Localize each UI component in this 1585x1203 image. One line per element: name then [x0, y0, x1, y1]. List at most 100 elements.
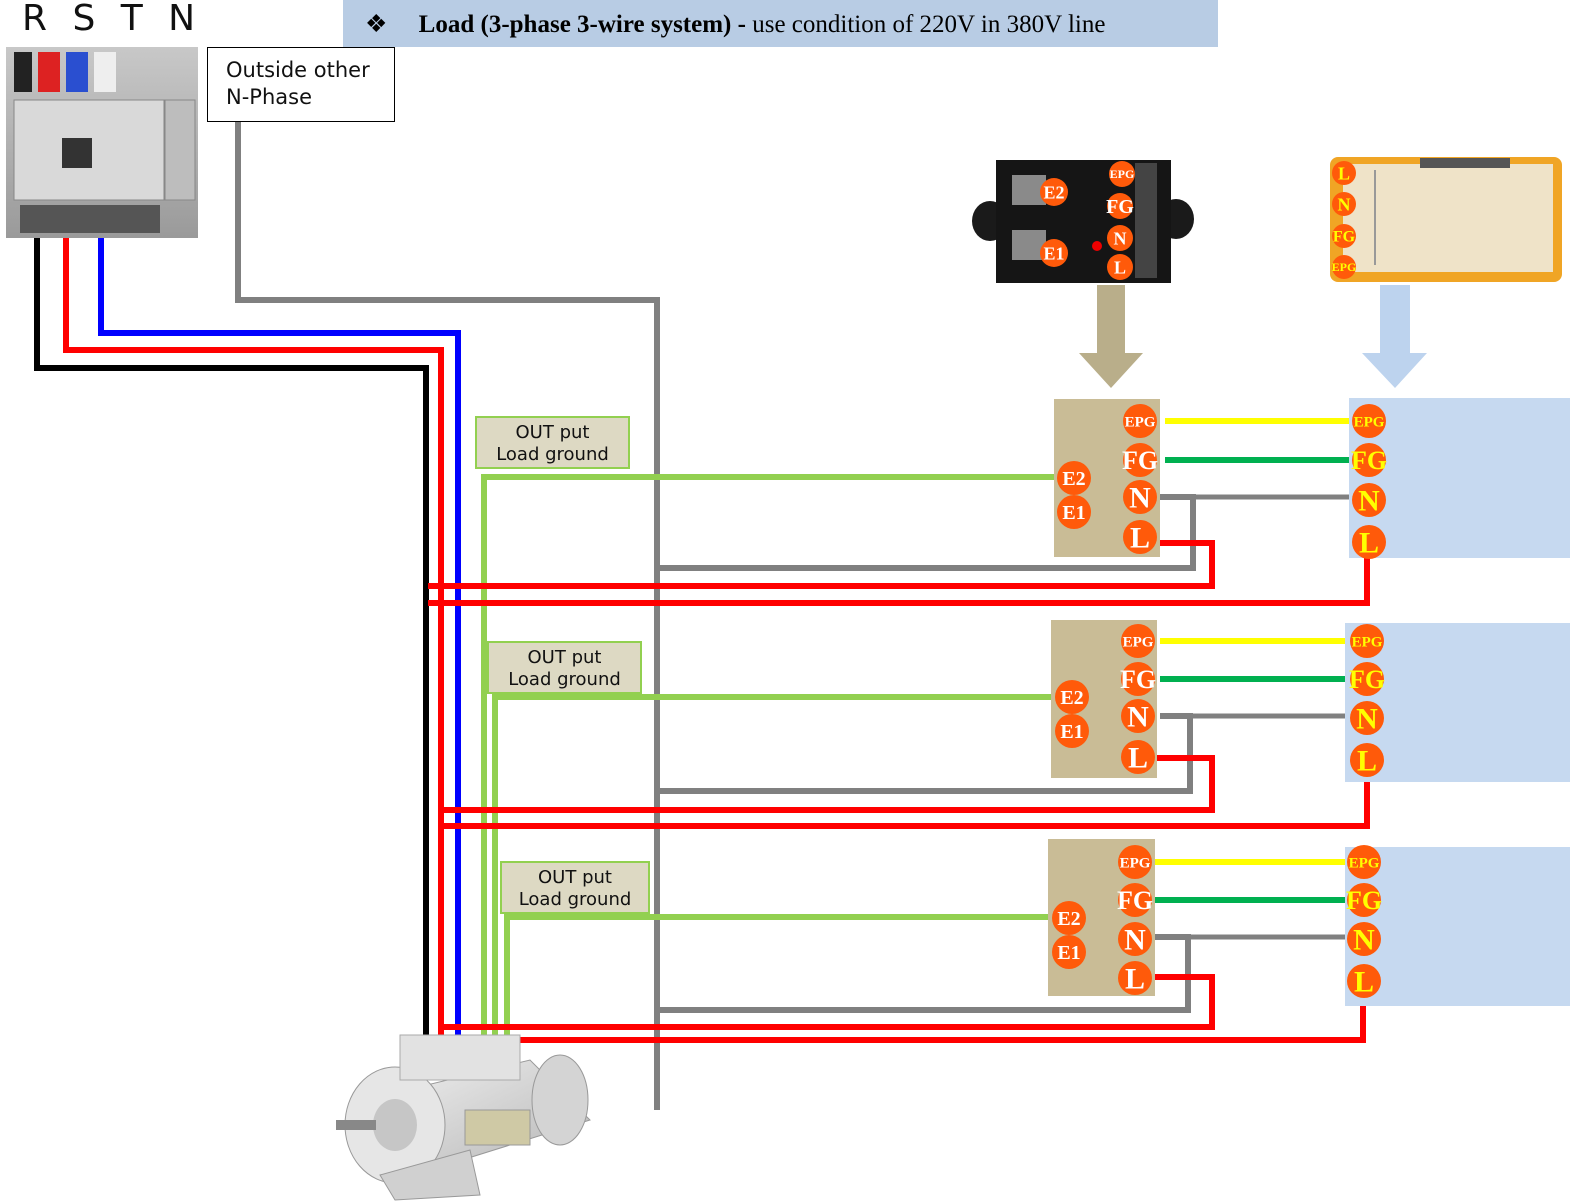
terminal-l [1350, 743, 1384, 777]
terminal-n [1350, 701, 1384, 735]
terminal-label-fg: FG [1120, 665, 1156, 694]
terminal-label-n: N [1353, 924, 1375, 957]
breaker-image [6, 47, 198, 238]
terminal-label-epg: EPG [1349, 855, 1380, 871]
terminal-n [1352, 483, 1386, 517]
terminal-e1 [1040, 239, 1068, 267]
terminal-fg [1332, 224, 1356, 248]
terminal-label-e1: E1 [1057, 942, 1080, 964]
terminal-e2 [1055, 680, 1089, 714]
product-box-3 [1345, 847, 1570, 1006]
terminal-label-l: L [1359, 527, 1379, 560]
terminal-block-image [972, 160, 1194, 283]
terminal-l [1121, 740, 1155, 774]
bullet-icon: ❖ [365, 11, 388, 38]
output-box-line2: Load ground [496, 444, 609, 465]
terminal-e2 [1040, 178, 1068, 206]
outside-n-phase-box: Outside other N-Phase [207, 47, 395, 122]
outside-box-line2: N-Phase [226, 85, 312, 109]
terminal-label-n: N [1124, 924, 1146, 957]
terminal-l [1347, 964, 1381, 998]
title-text: ❖ Load (3-phase 3-wire system) - use con… [365, 9, 1105, 39]
terminal-l [1123, 520, 1157, 554]
terminal-label-e1: E1 [1043, 243, 1064, 263]
terminal-fg [1350, 662, 1384, 696]
terminal-label-fg: FG [1122, 446, 1158, 475]
terminal-label-epg: EPG [1354, 414, 1385, 430]
terminal-label-fg: FG [1117, 886, 1153, 915]
terminal-epg [1347, 845, 1381, 879]
terminal-label-l: L [1354, 966, 1374, 999]
terminal-fg [1123, 443, 1157, 477]
terminal-n [1107, 225, 1133, 251]
terminal-label-fg: FG [1351, 446, 1387, 475]
terminal-label-l: L [1357, 745, 1377, 778]
terminal-label-e2: E2 [1057, 908, 1080, 930]
terminal-label-l: L [1130, 522, 1150, 555]
terminal-epg [1109, 161, 1135, 187]
terminal-n [1332, 192, 1356, 216]
terminal-fg [1107, 193, 1133, 219]
terminal-label-n: N [1127, 701, 1149, 734]
output-box-line2: Load ground [508, 669, 621, 690]
phase-label-rstn: R S T N [22, 0, 203, 39]
output-load-ground-box-1: OUT put Load ground [475, 416, 630, 469]
arrow-down-icon [1362, 285, 1427, 388]
terminal-fg [1121, 662, 1155, 696]
product-image [1330, 157, 1562, 282]
product-box-1 [1349, 398, 1570, 558]
title-rest: use condition of 220V in 380V line [745, 11, 1106, 38]
terminal-label-fg: FG [1333, 229, 1356, 246]
outside-box-line1: Outside other [226, 58, 370, 82]
terminal-e2 [1052, 901, 1086, 935]
output-load-ground-box-3: OUT put Load ground [500, 861, 650, 914]
terminal-label-l: L [1128, 742, 1148, 775]
terminal-label-l: L [1125, 963, 1145, 996]
terminal-epg [1350, 624, 1384, 658]
terminal-l [1352, 525, 1386, 559]
terminal-label-e1: E1 [1060, 721, 1083, 743]
terminal-epg [1123, 404, 1157, 438]
terminal-fg [1347, 883, 1381, 917]
terminal-label-n: N [1338, 194, 1351, 214]
terminal-epg [1352, 404, 1386, 438]
output-box-line1: OUT put [538, 867, 612, 888]
terminal-n [1347, 922, 1381, 956]
terminal-epg [1118, 845, 1152, 879]
terminal-label-epg: EPG [1120, 855, 1151, 871]
terminal-l [1118, 961, 1152, 995]
terminal-epg [1332, 255, 1356, 279]
terminal-n [1123, 480, 1157, 514]
title-banner [343, 0, 1218, 47]
output-box-line1: OUT put [527, 647, 602, 668]
title-bold: Load (3-phase 3-wire system) - [418, 11, 746, 38]
motor-image [336, 1034, 591, 1201]
terminal-e1 [1052, 935, 1086, 969]
terminal-label-epg: EPG [1125, 414, 1156, 430]
terminal-l [1107, 254, 1133, 280]
terminal-epg [1121, 624, 1155, 658]
terminal-label-e2: E2 [1043, 182, 1064, 202]
terminal-label-fg: FG [1346, 886, 1382, 915]
terminal-label-n: N [1129, 482, 1151, 515]
terminal-label-l: L [1338, 163, 1350, 183]
terminal-l [1332, 161, 1356, 185]
terminal-label-epg: EPG [1123, 634, 1154, 650]
terminal-label-e1: E1 [1062, 502, 1085, 524]
arrow-down-icon [1079, 285, 1143, 388]
terminal-label-l: L [1114, 257, 1126, 277]
output-box-line2: Load ground [518, 889, 632, 910]
terminal-label-epg: EPG [1352, 634, 1383, 650]
terminal-label-n: N [1356, 703, 1378, 736]
terminal-label-n: N [1358, 485, 1380, 518]
terminal-fg [1352, 443, 1386, 477]
output-box-line1: OUT put [515, 422, 590, 443]
terminal-label-e2: E2 [1060, 687, 1083, 709]
terminal-e2 [1057, 461, 1091, 495]
terminal-fg [1118, 883, 1152, 917]
terminal-e1 [1055, 714, 1089, 748]
terminal-label-fg: FG [1106, 196, 1134, 218]
terminal-label-fg: FG [1349, 665, 1385, 694]
output-load-ground-box-2: OUT put Load ground [487, 641, 642, 694]
